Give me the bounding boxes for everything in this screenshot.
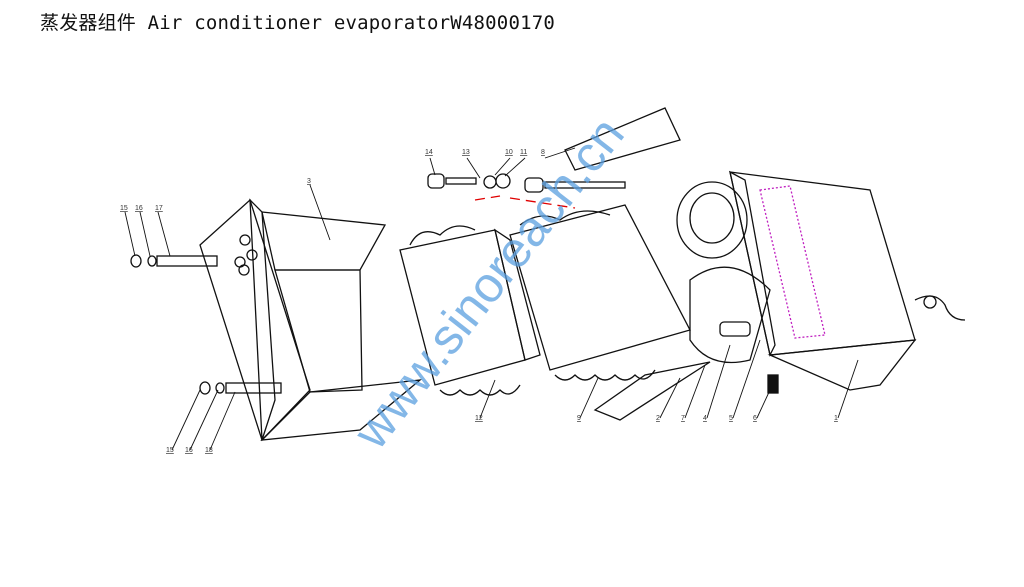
blower-assembly	[676, 181, 771, 364]
label-5: 5	[729, 415, 733, 422]
label-11: 11	[520, 149, 527, 156]
part-number-labels: 15 16 17 3 14 13 10 11 8 15 16 18 12 9 2…	[120, 149, 838, 454]
pipe-fittings-upper	[130, 254, 218, 268]
pipe-fittings-lower	[199, 381, 282, 395]
label-10: 10	[505, 149, 513, 156]
label-9: 9	[577, 415, 581, 422]
diagram-title: 蒸发器组件 Air conditioner evaporatorW4800017…	[40, 12, 556, 34]
label-16-lower: 16	[185, 447, 193, 454]
cover-part-1	[729, 170, 966, 391]
bracket-part-8	[564, 107, 681, 171]
label-18: 18	[205, 447, 213, 454]
label-6: 6	[753, 415, 757, 422]
label-15-upper: 15	[120, 205, 128, 212]
leader-lines	[124, 147, 859, 451]
connector-part-6	[767, 374, 779, 394]
label-2: 2	[656, 415, 660, 422]
label-3: 3	[307, 178, 311, 185]
label-16-upper: 16	[135, 205, 143, 212]
evaporator-core-part-12	[399, 225, 541, 396]
expansion-valve-parts	[427, 173, 626, 209]
label-8: 8	[541, 149, 545, 156]
watermark: www.sinoreach.cn	[342, 107, 635, 460]
label-17: 17	[155, 205, 163, 212]
housing-frame-part-3	[199, 198, 423, 442]
label-4: 4	[703, 415, 707, 422]
label-13: 13	[462, 149, 470, 156]
label-7: 7	[681, 415, 685, 422]
plate-part-2	[593, 361, 711, 421]
label-15-lower: 15	[166, 447, 174, 454]
label-1: 1	[834, 415, 838, 422]
label-12: 12	[475, 415, 483, 422]
label-14: 14	[425, 149, 433, 156]
